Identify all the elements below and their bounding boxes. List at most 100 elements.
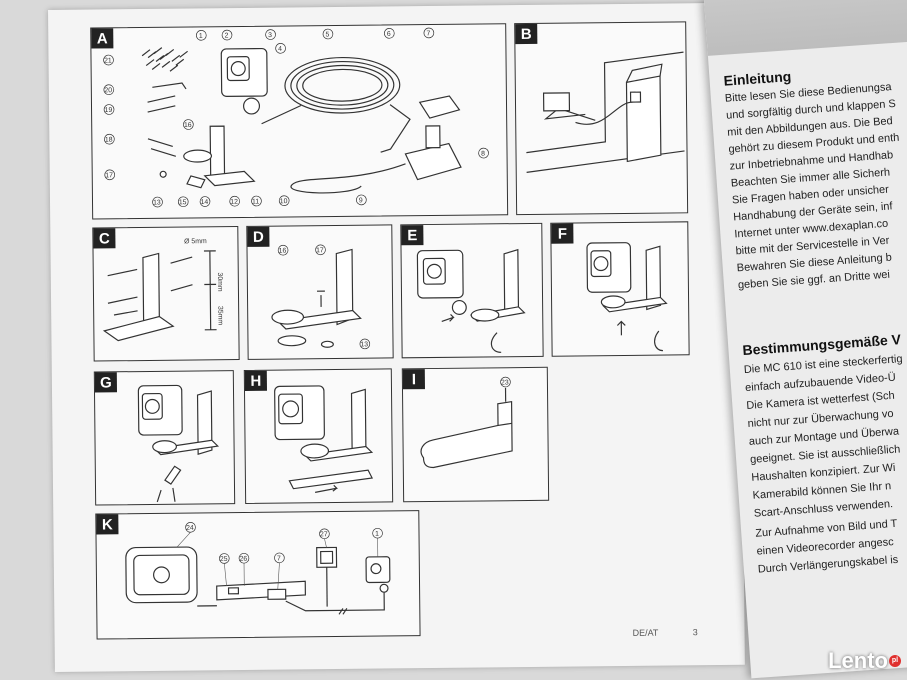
mounted-camera: [629, 91, 642, 103]
svg-text:2: 2: [225, 33, 229, 40]
panel-b-drawing: [526, 51, 685, 173]
panel-f: F: [550, 221, 690, 357]
panel-c: Ø 5mm 30mm 35mm C: [92, 226, 240, 362]
panel-i: 23 I: [401, 366, 550, 503]
panel-f-drawing: [586, 242, 668, 352]
panel-k-label: K: [96, 514, 119, 535]
panel-g: G: [93, 370, 236, 506]
spacing-bottom-label: 35mm: [216, 306, 223, 325]
page-number: 3: [692, 627, 698, 638]
panel-a-label: A: [91, 28, 114, 49]
svg-text:12: 12: [230, 199, 238, 206]
tv-illustration: [125, 546, 198, 604]
svg-text:16: 16: [184, 122, 192, 129]
header-bar: [704, 0, 907, 56]
part-13: 13: [360, 341, 368, 348]
arrow: [616, 320, 626, 336]
svg-text:15: 15: [179, 199, 187, 206]
wrench: [164, 465, 182, 485]
panel-g-drawing: [137, 384, 220, 503]
panel-i-label: I: [402, 369, 425, 390]
svg-text:8: 8: [481, 151, 485, 158]
panel-b: B: [514, 21, 689, 216]
svg-text:17: 17: [105, 172, 113, 179]
panel-g-label: G: [94, 372, 118, 393]
usage-line: Durch Verlängerungskabel is: [757, 553, 899, 576]
watermark-text: Lento: [828, 648, 888, 673]
part-23: 23: [501, 379, 509, 386]
panel-d: 16 17 13 D: [246, 224, 394, 360]
svg-text:13: 13: [153, 199, 161, 206]
panel-f-label: F: [551, 223, 574, 244]
panel-e-label: E: [401, 225, 424, 246]
page-footer: DE/AT 3: [633, 627, 698, 638]
panel-h: H: [243, 368, 394, 504]
part-7: 7: [277, 555, 281, 562]
video-recorder: [216, 580, 306, 601]
left-page: 1 2 3 4 5 6 7 8 9 10 11 12 13 14 15 16 1…: [48, 2, 745, 672]
panel-a-drawing: 1 2 3 4 5 6 7 8 9 10 11 12 13 14 15 16 1…: [103, 27, 489, 208]
arrow: [441, 314, 455, 322]
svg-text:4: 4: [278, 46, 282, 53]
part-27: 27: [320, 531, 328, 538]
screws: [147, 95, 176, 113]
arrow: [315, 484, 338, 493]
panel-k-drawing: 24 25 26 7 27 1: [125, 522, 391, 615]
usage-line: einen Videorecorder angesc: [756, 536, 895, 558]
svg-text:7: 7: [426, 30, 430, 37]
region-code: DE/AT: [632, 627, 659, 638]
svg-text:9: 9: [359, 197, 363, 204]
svg-text:14: 14: [201, 199, 209, 206]
dimension-lines: [203, 250, 217, 331]
wall-plugs: [170, 256, 193, 292]
bracket-part: [420, 400, 513, 469]
hole-diameter-label: Ø 5mm: [184, 238, 207, 245]
part-16: 16: [279, 248, 287, 255]
door: [625, 75, 662, 163]
panel-e-drawing: [416, 248, 526, 353]
svg-text:21: 21: [104, 57, 112, 64]
screws-pile: [141, 47, 188, 72]
watermark-suffix: pl: [889, 655, 901, 667]
camera-illustration: [220, 47, 268, 115]
panel-b-label: B: [515, 23, 538, 45]
svg-text:1: 1: [199, 33, 203, 40]
part-25: 25: [220, 556, 228, 563]
svg-text:5: 5: [325, 31, 329, 38]
part-26: 26: [240, 556, 248, 563]
panel-c-drawing: Ø 5mm 30mm 35mm: [102, 238, 224, 342]
panel-i-drawing: 23: [420, 376, 513, 469]
part-callouts: 1 2 3 4 5 6 7 8 9 10 11 12 13 14 15 16 1…: [103, 27, 489, 208]
camera-small: [365, 556, 391, 593]
cable-coil: [261, 56, 411, 153]
svg-text:6: 6: [387, 31, 391, 38]
svg-text:10: 10: [280, 198, 288, 205]
allen-key: [152, 82, 187, 90]
wall-socket: [316, 546, 338, 607]
part-1: 1: [375, 531, 379, 538]
watermark-logo: Lento pl: [828, 648, 901, 674]
usage-line: Scart-Anschluss verwenden.: [753, 498, 894, 520]
panel-a: 1 2 3 4 5 6 7 8 9 10 11 12 13 14 15 16 1…: [90, 23, 509, 220]
panel-d-drawing: 16 17 13: [271, 244, 371, 350]
scart-adapter: [418, 95, 461, 119]
panel-c-label: C: [93, 228, 116, 249]
spacing-top-label: 30mm: [216, 272, 223, 291]
part-24: 24: [186, 525, 194, 532]
svg-text:18: 18: [105, 137, 113, 144]
wall-plugs: [147, 138, 177, 157]
heading-einleitung: Einleitung: [723, 68, 792, 89]
scart-adapter: [267, 588, 287, 600]
panel-d-label: D: [247, 226, 270, 247]
house-wall: [526, 51, 684, 154]
svg-text:3: 3: [268, 32, 272, 39]
panel-h-drawing: [274, 385, 374, 493]
svg-text:20: 20: [104, 87, 112, 94]
screw-head: [159, 170, 167, 178]
part-17: 17: [316, 247, 324, 254]
panel-k: 24 25 26 7 27 1 K: [95, 510, 421, 640]
panel-e: E: [400, 222, 544, 359]
screws: [107, 268, 138, 316]
power-supply: [290, 125, 462, 194]
wall-bracket: [183, 125, 256, 189]
